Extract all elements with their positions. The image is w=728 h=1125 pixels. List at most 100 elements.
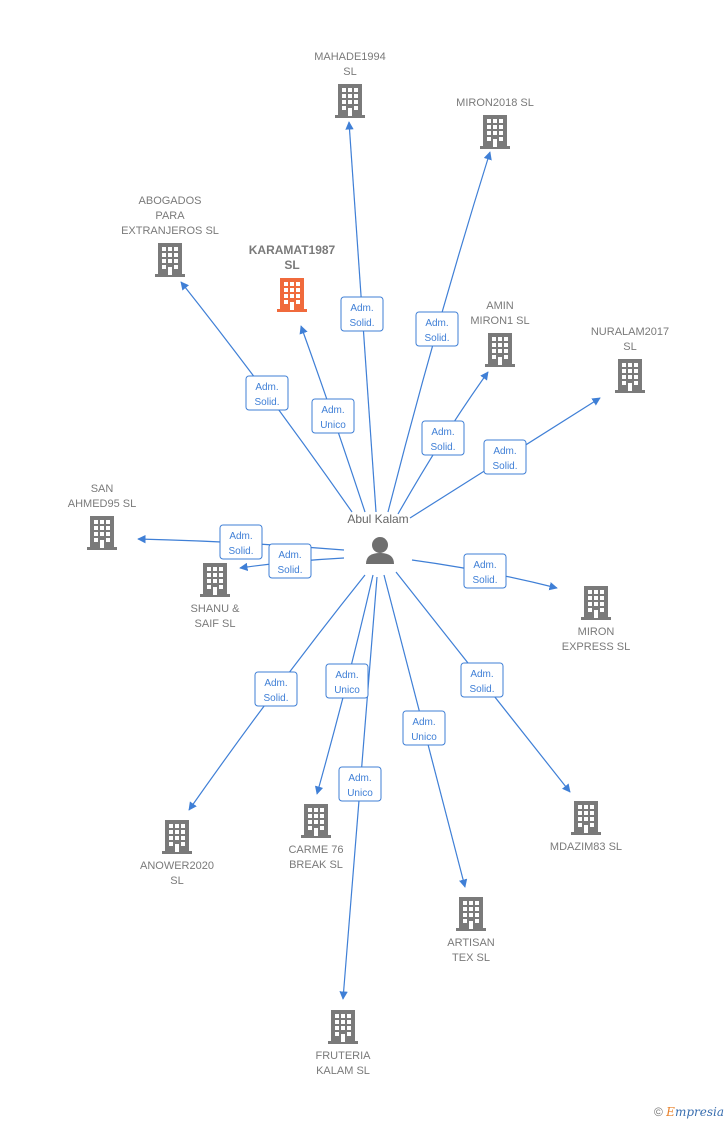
edge-label-line: Adm. (350, 303, 373, 314)
company-node-miron2018[interactable]: MIRON2018 SL (456, 97, 534, 149)
edge-label-mahade1994[interactable]: Adm. Solid. (340, 296, 384, 332)
edge-label-artisantex[interactable]: Adm. Unico (402, 710, 446, 746)
company-name-line: MIRON (578, 626, 615, 638)
edge-label-line: Adm. (321, 405, 344, 416)
company-name-line: SL (170, 875, 183, 887)
edge-label-line: Adm. (278, 550, 301, 561)
edge-label-mdazim83[interactable]: Adm. Solid. (460, 662, 504, 698)
company-name-line: PARA (155, 210, 185, 222)
edge-label-line: Solid. (472, 575, 497, 586)
building-icon (581, 586, 611, 620)
edge-label-line: Unico (347, 788, 373, 799)
person-icon (366, 537, 394, 564)
company-name-line: CARME 76 (288, 844, 343, 856)
company-node-shanusaif[interactable]: SHANU & SAIF SL (191, 563, 241, 630)
company-name-line: KALAM SL (316, 1065, 370, 1077)
empresia-watermark: © Empresia (654, 1105, 724, 1119)
edge-label-box (245, 375, 289, 411)
edge-label-carme76[interactable]: Adm.Unico (325, 663, 369, 699)
center-person-node[interactable]: Abul Kalam (347, 512, 409, 564)
edge-label-box (415, 311, 459, 347)
edge-label-line: Unico (334, 685, 360, 696)
edge-label-box (483, 439, 527, 475)
building-icon (480, 115, 510, 149)
edge-label-line: Solid. (254, 397, 279, 408)
edge-label-line: Solid. (228, 546, 253, 557)
brand-name: mpresia (674, 1105, 724, 1119)
company-name-line: SHANU & (191, 603, 241, 615)
copyright-symbol: © (653, 1105, 663, 1119)
company-name-line: SAIF SL (195, 618, 236, 630)
building-icon (277, 278, 307, 312)
edge-label-line: Solid. (277, 565, 302, 576)
edge-label-aminmiron1[interactable]: Adm.Solid. (421, 420, 465, 456)
company-name-line: ANOWER2020 (140, 860, 214, 872)
company-name-line: TEX SL (452, 952, 490, 964)
edge-label-box (340, 296, 384, 332)
edge-label-line: Adm. (255, 382, 278, 393)
company-name-line: MIRON2018 SL (456, 97, 534, 109)
edge-label-line: Adm. (229, 531, 252, 542)
company-node-mdazim83[interactable]: MDAZIM83 SL (550, 801, 622, 853)
edge-label-line: Adm. (425, 318, 448, 329)
building-icon (301, 804, 331, 838)
edge-label-line: Adm. (412, 717, 435, 728)
brand-initial: E (666, 1105, 675, 1119)
edge-label-nuralam2017[interactable]: Adm. Solid. (483, 439, 527, 475)
center-person-label: Abul Kalam (347, 512, 408, 526)
edge-label-sanahmed95[interactable]: Adm. Solid. (219, 524, 263, 560)
company-name-line: SL (284, 258, 299, 272)
edge-label-line: Solid. (349, 318, 374, 329)
building-icon (162, 820, 192, 854)
company-name-line: EXTRANJEROS SL (121, 225, 219, 237)
edge-label-line: Solid. (492, 461, 517, 472)
edge-label-anower2020[interactable]: Adm.Solid. (254, 671, 298, 707)
building-icon (615, 359, 645, 393)
edge-label-box (460, 662, 504, 698)
edge-label-box (311, 398, 355, 434)
company-node-abogados[interactable]: ABOGADOS PARA EXTRANJEROS SL (121, 195, 219, 277)
edge-label-line: Adm. (493, 446, 516, 457)
edge-label-shanusaif[interactable]: Adm. Solid. (268, 543, 312, 579)
edge-label-line: Adm. (348, 773, 371, 784)
building-icon (456, 897, 486, 931)
edge-label-mironexpress[interactable]: Adm. Solid. (463, 553, 507, 589)
edge-label-box (421, 420, 465, 456)
edge-label-line: Adm. (470, 669, 493, 680)
building-icon (87, 516, 117, 550)
edge-label-line: Unico (411, 732, 437, 743)
edge-label-karamat1987[interactable]: Adm. Unico (311, 398, 355, 434)
edge-label-miron2018[interactable]: Adm.Solid. (415, 311, 459, 347)
edge-label-line: Solid. (469, 684, 494, 695)
company-name-line: SL (343, 66, 356, 78)
company-name-line: AHMED95 SL (68, 498, 136, 510)
building-icon (485, 333, 515, 367)
company-name-line: EXPRESS SL (562, 641, 630, 653)
company-node-artisantex[interactable]: ARTISAN TEX SL (447, 897, 495, 964)
edge-label-abogados[interactable]: Adm. Solid. (245, 375, 289, 411)
edge-label-box (463, 553, 507, 589)
company-name-line: ARTISAN (447, 937, 495, 949)
edge-label-line: Solid. (430, 442, 455, 453)
company-name-line: NURALAM2017 (591, 326, 669, 338)
company-name-line: ABOGADOS (139, 195, 202, 207)
company-name-line: KARAMAT1987 (249, 243, 336, 257)
company-node-mironexpress[interactable]: MIRON EXPRESS SL (562, 586, 630, 653)
company-name-line: MDAZIM83 SL (550, 841, 622, 853)
edge-label-line: Adm. (473, 560, 496, 571)
company-name-line: MAHADE1994 (314, 51, 386, 63)
company-name-line: SL (623, 341, 636, 353)
edge-label-line: Unico (320, 420, 346, 431)
edge-label-box (219, 524, 263, 560)
edge-label-fruteria[interactable]: Adm. Unico (338, 766, 382, 802)
